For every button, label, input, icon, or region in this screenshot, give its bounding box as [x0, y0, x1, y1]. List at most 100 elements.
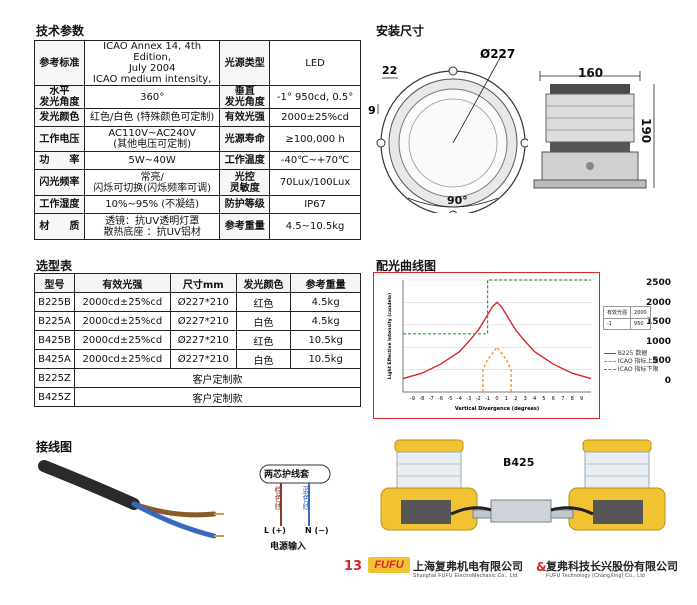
product-label: B425: [503, 456, 535, 469]
y-tick-label: 2000: [646, 297, 672, 308]
table-cell: 2000cd±25%cd: [73, 330, 171, 350]
selection-header: 发光颜色: [235, 273, 292, 293]
spec-value: 2000±25%cd: [269, 108, 361, 127]
spec-label: 水平发光角度: [34, 85, 85, 109]
spec-value: LED: [269, 40, 361, 86]
left-lens: [396, 451, 462, 489]
y-axis-title: Light Effective Intensity (candela): [387, 293, 393, 379]
table-cell: 10.5kg: [290, 330, 361, 350]
spec-value: IP67: [269, 195, 361, 214]
selection-header: 参考重量: [290, 273, 361, 293]
spec-label: 光控灵敏度: [219, 169, 271, 196]
cable-gland: [586, 162, 594, 170]
right-cable: [550, 506, 594, 516]
x-tick-label: -1: [485, 396, 490, 402]
spec-value: -40℃~+70℃: [269, 151, 361, 170]
series-line-1: [482, 346, 512, 392]
spec-value-line: 闪烁可切换(闪烁频率可调): [93, 182, 212, 194]
table-cell: 红色: [235, 330, 292, 350]
spec-label: 工作温度: [219, 151, 271, 170]
page-number: 13: [344, 559, 363, 574]
spec-value: 透镜：抗UV透明灯罩散热底座 ：抗UV铝材: [83, 213, 221, 240]
x-tick-label: -6: [438, 396, 443, 402]
dim9-label: 9: [368, 104, 376, 117]
x-tick-label: 2: [514, 396, 517, 402]
x-axis-title: Vertical Divergence (degrees): [455, 406, 539, 412]
table-cell: 白色: [235, 349, 292, 369]
mount-hole-left: [376, 138, 386, 148]
x-tick-label: 5: [542, 396, 545, 402]
table-cell: 白色: [235, 311, 292, 331]
y-tick-label: 500: [652, 356, 672, 367]
x-tick-label: -4: [457, 396, 462, 402]
x-tick-label: -7: [429, 396, 434, 402]
spec-value-line: 常亮/: [140, 171, 164, 183]
inset-h2: 2000: [630, 306, 651, 319]
spec-label: 光源类型: [219, 40, 271, 86]
angle-arc: [407, 197, 499, 208]
y-tick-label: 1500: [646, 317, 672, 328]
spec-label: 闪光频率: [34, 169, 85, 196]
spec-value: 红色/白色 (特殊颜色可定制): [83, 108, 221, 127]
table-cell: B425B: [34, 330, 75, 350]
table-cell: B225Z: [34, 368, 75, 388]
spec-label: 光源寿命: [219, 126, 271, 152]
x-tick-label: 8: [571, 396, 574, 402]
mount-hole-right: [520, 138, 528, 148]
product-photo: [380, 439, 666, 531]
spec-label: 发光颜色: [34, 108, 85, 127]
spec-value-line: 散热底座 ：抗UV铝材: [103, 226, 201, 238]
spec-label: 工作湿度: [34, 195, 85, 214]
l-label: L (+): [264, 526, 286, 535]
x-tick-label: 6: [552, 396, 555, 402]
table-cell: Ø227*210: [169, 292, 237, 312]
inset-table: 有效光强 2000 -1 950: [602, 306, 651, 330]
spec-label: 参考重量: [219, 213, 271, 240]
brown-wire-label: 棕色线: [274, 486, 283, 510]
tech-title: 技术参数: [36, 24, 85, 38]
company-name-2-en: FUFU Technology (ChangXing) Co., Ltd: [546, 573, 646, 579]
selection-header: 型号: [34, 273, 75, 293]
company-name-2: 复弗科技长兴股份有限公司: [546, 560, 678, 573]
series-line-0: [402, 301, 592, 380]
right-panel: [593, 500, 643, 524]
table-cell: 红色: [235, 292, 292, 312]
wiring-drawing: [38, 460, 331, 539]
table-cell: 2000cd±25%cd: [73, 292, 171, 312]
blue-wire: [131, 501, 217, 539]
company-name-1: 上海复弗机电有限公司: [413, 560, 523, 573]
y-tick-label: 0: [664, 375, 672, 386]
right-lens: [584, 451, 650, 489]
spec-label: 防护等级: [219, 195, 271, 214]
core-ring: [408, 98, 498, 188]
spec-value-line: July 2004: [128, 63, 176, 74]
x-tick-label: -8: [419, 396, 424, 402]
flange: [533, 179, 647, 189]
sheath-box: [259, 464, 331, 484]
fufu-logo: FUFU: [368, 557, 410, 573]
spec-label: 有效光强: [219, 108, 271, 127]
legend-item-data: B225 数据: [604, 350, 659, 358]
light-curve-title: 配光曲线图: [376, 259, 437, 273]
spec-value-line: (其他电压可定制): [113, 139, 192, 150]
mount-hole-bottom: [448, 210, 458, 213]
install-title: 安装尺寸: [376, 24, 425, 38]
x-tick-label: 4: [533, 396, 536, 402]
spec-value: 10%~95% (不凝结): [83, 195, 221, 214]
spec-value-line: ICAO medium intensity,: [92, 74, 212, 85]
spec-value-line: AC110V~AC240V: [108, 128, 196, 139]
x-tick-label: -5: [448, 396, 453, 402]
inset-c1: -1: [602, 318, 632, 330]
